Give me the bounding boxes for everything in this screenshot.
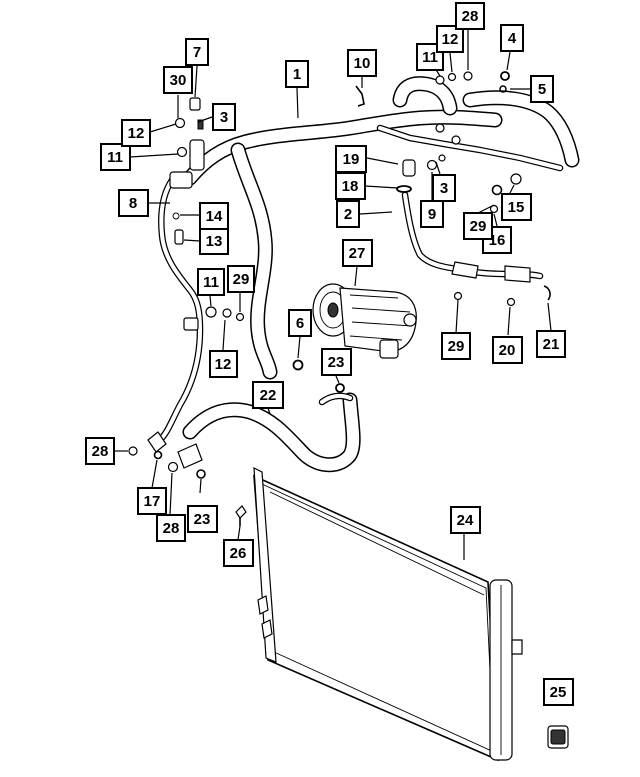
callout-5: 5 <box>530 75 554 103</box>
callout-28b: 28 <box>85 437 115 465</box>
callout-label: 22 <box>260 387 277 404</box>
callout-label: 5 <box>538 81 546 98</box>
callout-29a: 29 <box>227 265 255 293</box>
callout-2: 2 <box>336 200 360 228</box>
callout-6: 6 <box>288 309 312 337</box>
callout-label: 28 <box>163 520 180 537</box>
callout-23a: 23 <box>321 348 352 376</box>
callout-label: 19 <box>343 151 360 168</box>
callout-1: 1 <box>285 60 309 88</box>
callout-12c: 12 <box>121 119 151 147</box>
callout-label: 30 <box>170 72 187 89</box>
callout-26: 26 <box>223 539 254 567</box>
callout-12a: 12 <box>436 25 464 53</box>
callout-28a: 28 <box>455 2 485 30</box>
callout-label: 17 <box>144 493 161 510</box>
callout-13: 13 <box>199 227 229 255</box>
condenser-drawing <box>253 466 523 762</box>
callout-12b: 12 <box>209 350 238 378</box>
callout-label: 18 <box>342 178 359 195</box>
callout-label: 28 <box>92 443 109 460</box>
callout-label: 29 <box>233 271 250 288</box>
callout-23b: 23 <box>187 505 218 533</box>
callout-label: 4 <box>508 30 517 47</box>
callout-7: 7 <box>185 38 209 66</box>
callout-label: 29 <box>448 338 465 355</box>
callout-label: 23 <box>194 511 211 528</box>
callout-24: 24 <box>450 506 481 534</box>
callout-label: 23 <box>328 354 345 371</box>
callout-label: 24 <box>457 512 474 529</box>
callout-label: 8 <box>129 195 137 212</box>
callout-8: 8 <box>118 189 149 217</box>
callout-label: 25 <box>550 684 567 701</box>
callout-30: 30 <box>163 66 193 94</box>
callout-15: 15 <box>501 193 532 221</box>
callout-label: 6 <box>296 315 304 332</box>
callout-label: 1 <box>293 66 301 83</box>
callout-label: 13 <box>206 233 223 250</box>
callout-label: 11 <box>203 274 219 291</box>
callout-4: 4 <box>500 24 524 52</box>
callout-label: 9 <box>428 206 436 223</box>
callout-label: 29 <box>470 218 487 235</box>
callout-label: 12 <box>128 125 145 142</box>
callout-10: 10 <box>347 49 377 77</box>
callout-22: 22 <box>252 381 284 409</box>
callout-label: 12 <box>442 31 459 48</box>
compressor-drawing <box>312 283 417 359</box>
fittings-drawing <box>128 71 551 526</box>
callout-11b: 11 <box>197 268 225 296</box>
callout-label: 15 <box>508 199 525 216</box>
callout-9: 9 <box>420 200 444 228</box>
callout-3b: 3 <box>432 174 456 202</box>
callout-label: 2 <box>344 206 352 223</box>
callout-label: 27 <box>349 245 366 262</box>
desiccant-part-drawing <box>547 725 569 749</box>
callout-25: 25 <box>543 678 574 706</box>
callout-17: 17 <box>137 487 167 515</box>
leader-lines <box>114 28 552 560</box>
callout-label: 11 <box>422 49 438 66</box>
callout-label: 14 <box>206 208 223 225</box>
callout-label: 26 <box>230 545 247 562</box>
callout-label: 3 <box>440 180 448 197</box>
callout-21: 21 <box>536 330 566 358</box>
callout-3a: 3 <box>212 103 236 131</box>
callout-18: 18 <box>335 172 366 200</box>
callout-label: 10 <box>354 55 371 72</box>
callout-label: 21 <box>543 336 560 353</box>
callout-label: 7 <box>193 44 201 61</box>
callout-28c: 28 <box>156 514 186 542</box>
callout-20: 20 <box>492 336 523 364</box>
callout-label: 20 <box>499 342 516 359</box>
callout-29c: 29 <box>441 332 471 360</box>
callout-14: 14 <box>199 202 229 230</box>
callout-27: 27 <box>342 239 373 267</box>
callout-label: 3 <box>220 109 228 126</box>
callout-label: 12 <box>215 356 232 373</box>
callout-label: 28 <box>462 8 479 25</box>
callout-19: 19 <box>335 145 367 173</box>
callout-29b: 29 <box>463 212 493 240</box>
callout-label: 11 <box>107 149 123 166</box>
callout-11c: 11 <box>100 143 131 171</box>
